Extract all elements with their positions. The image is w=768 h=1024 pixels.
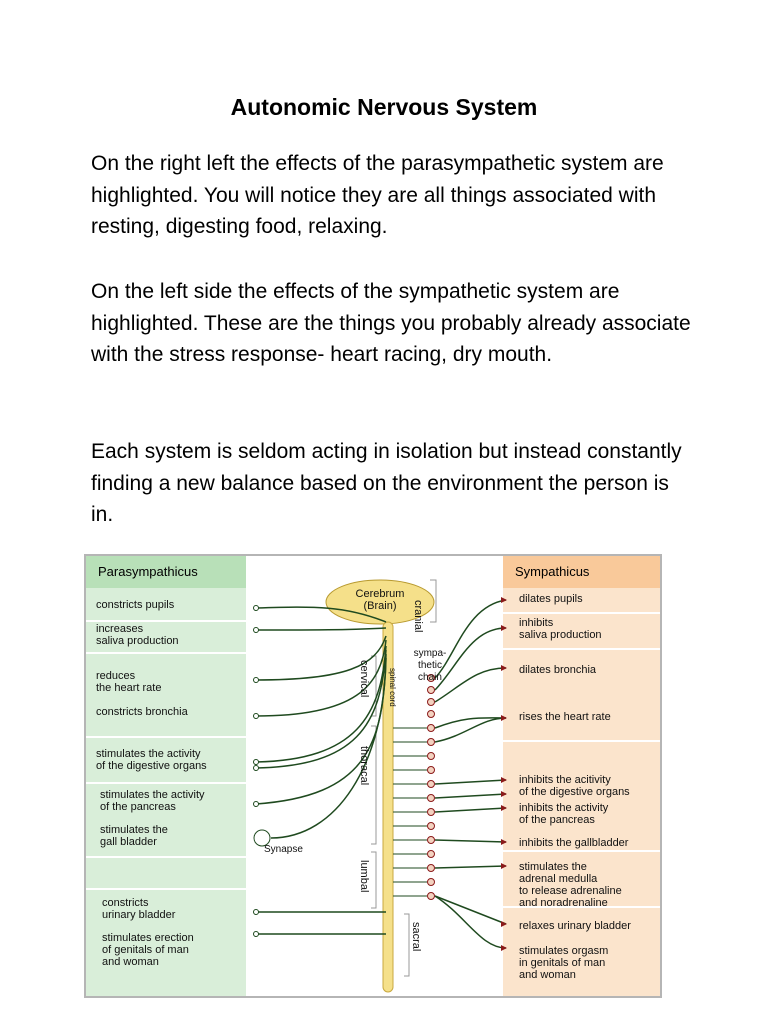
symp-effect: stimulates orgasm in genitals of man and…: [519, 945, 609, 981]
symp-effect: inhibits saliva production: [519, 617, 602, 641]
sympathetic-chain: [427, 674, 435, 900]
symp-effect: stimulates the adrenal medulla to releas…: [519, 861, 622, 909]
document-title: Autonomic Nervous System: [230, 94, 538, 120]
nerve-diagram: [253, 579, 507, 993]
brain-label: Cerebrum (Brain): [355, 588, 405, 612]
autonomic-diagram: Parasympathicus constricts pupils increa…: [84, 554, 662, 998]
sympathetic-arrowheads: [501, 597, 507, 951]
paragraph-balance: Each system is seldom acting in isolatio…: [91, 440, 682, 526]
para-effect: constricts bronchia: [96, 706, 188, 718]
sympathicus-heading: Sympathicus: [503, 556, 660, 588]
region-cranial: cranial: [412, 600, 424, 633]
symp-effect: dilates pupils: [519, 593, 583, 605]
para-effect: increases saliva production: [96, 623, 179, 647]
symp-effect: inhibits the gallbladder: [519, 837, 629, 849]
brain-shape: [325, 579, 435, 625]
symp-effect: dilates bronchia: [519, 664, 597, 676]
para-effect: constricts urinary bladder: [102, 897, 176, 921]
spinal-cord-label: spinal cord: [388, 668, 397, 707]
spinal-cord-shape: [382, 621, 394, 993]
chain-label: sympa- thetic chain: [413, 648, 447, 683]
symp-effect: inhibits the activity of the pancreas: [519, 802, 609, 826]
para-effect: stimulates erection of genitals of man a…: [102, 932, 194, 968]
region-cervical: cervical: [358, 660, 370, 698]
synapse-label: Synapse: [264, 844, 303, 855]
region-lumbal: lumbal: [358, 860, 370, 893]
paragraph-parasympathetic: On the right left the effects of the par…: [91, 152, 664, 238]
para-effect: stimulates the activity of the pancreas: [100, 789, 205, 813]
region-thoracal: thoracal: [358, 746, 370, 786]
paragraph-sympathetic: On the left side the effects of the symp…: [91, 280, 691, 366]
sympathetic-nerves: [434, 599, 507, 949]
para-effect: reduces the heart rate: [96, 670, 162, 694]
synapse-shape: [253, 829, 271, 847]
symp-effect: rises the heart rate: [519, 711, 611, 723]
sympathicus-column: Sympathicus dilates pupils inhibits sali…: [503, 556, 660, 996]
para-effect: stimulates the activity of the digestive…: [96, 748, 207, 772]
parasympathetic-nerves: [255, 606, 387, 935]
para-effect: constricts pupils: [96, 599, 175, 611]
symp-effect: inhibits the acitivity of the digestive …: [519, 774, 630, 798]
parasympathicus-column: Parasympathicus constricts pupils increa…: [86, 556, 246, 996]
parasympathicus-heading: Parasympathicus: [86, 556, 246, 588]
region-sacral: sacral: [410, 922, 422, 952]
para-effect: stimulates the gall bladder: [100, 824, 168, 848]
symp-effect: relaxes urinary bladder: [519, 920, 631, 932]
